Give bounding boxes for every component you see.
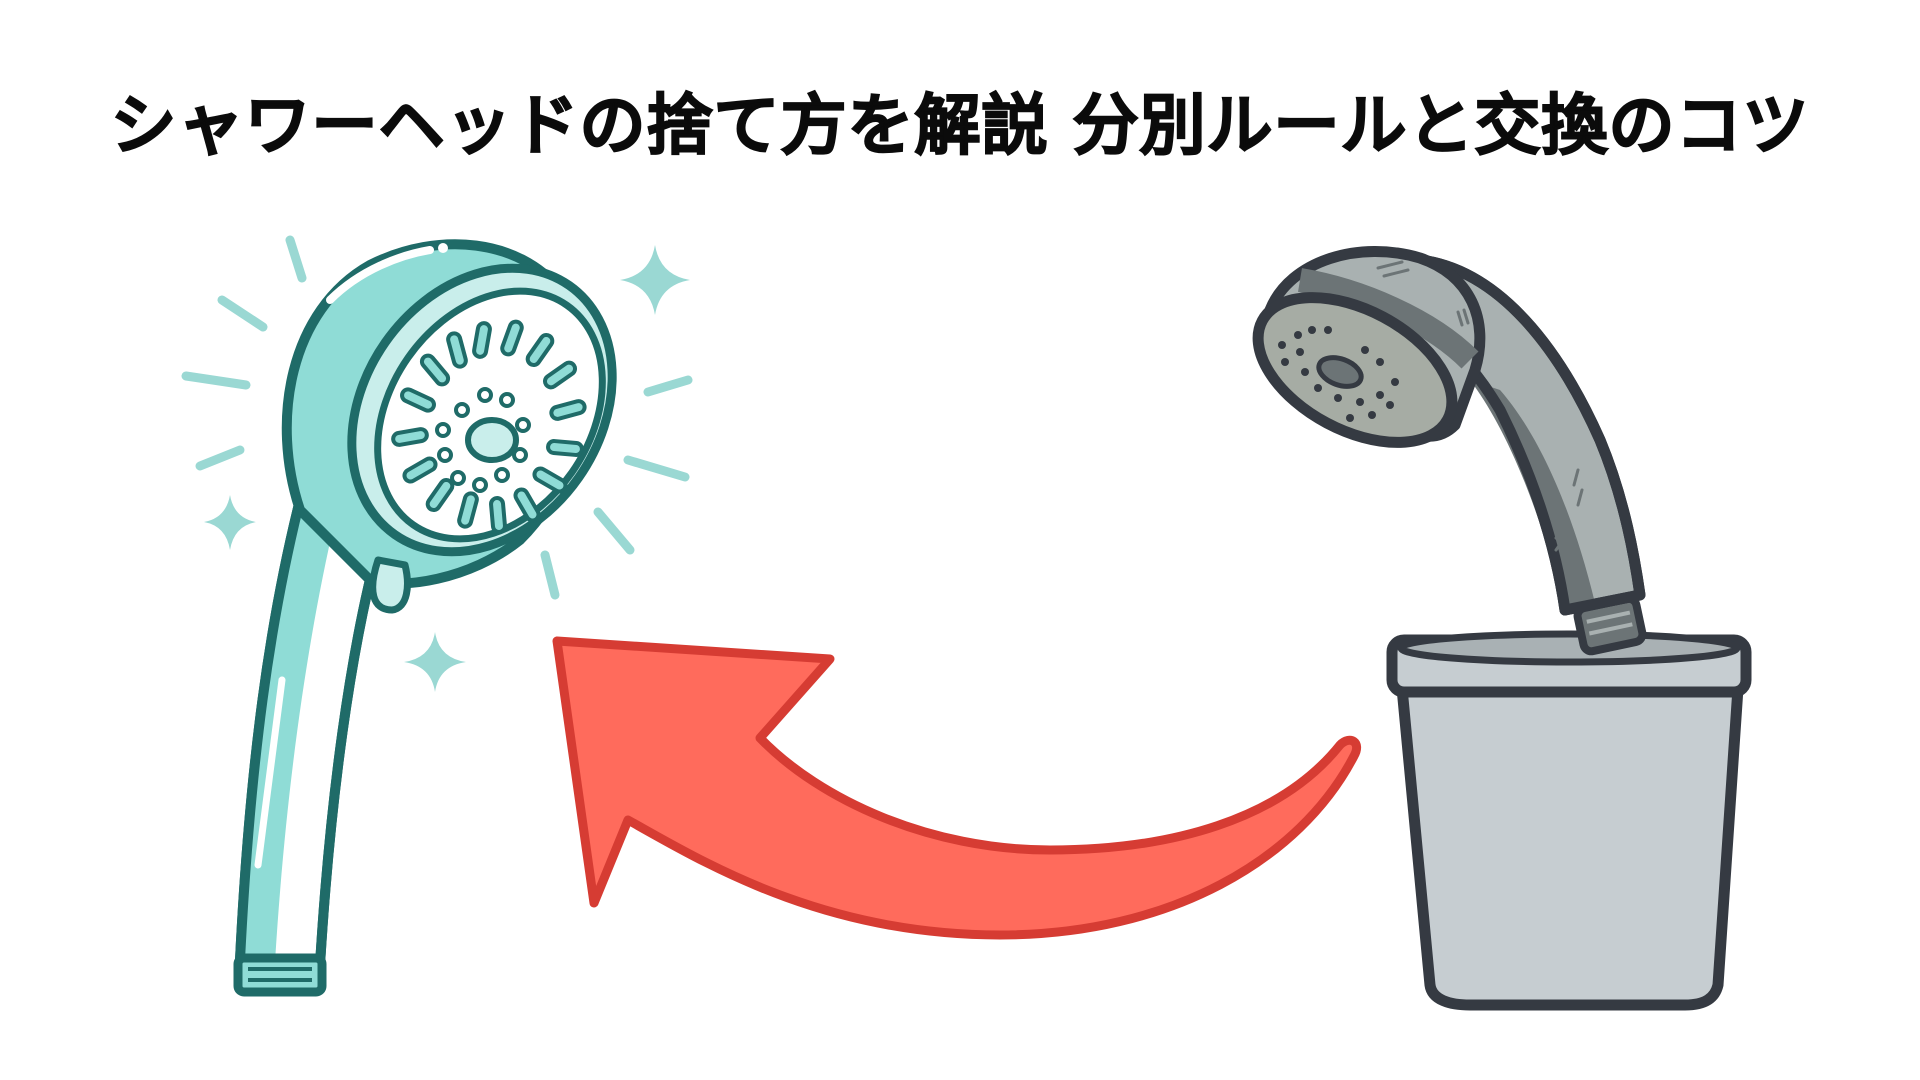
page-title: シャワーヘッドの捨て方を解説 分別ルールと交換のコツ	[110, 86, 1810, 165]
old-shower-head-icon	[1252, 246, 1647, 656]
replace-arrow-icon	[552, 636, 1362, 940]
sparkle-rays-icon	[181, 235, 693, 600]
trash-bin-icon	[1386, 630, 1752, 1011]
new-shower-head-icon	[233, 239, 617, 997]
sparkle-stars-icon	[204, 245, 690, 692]
